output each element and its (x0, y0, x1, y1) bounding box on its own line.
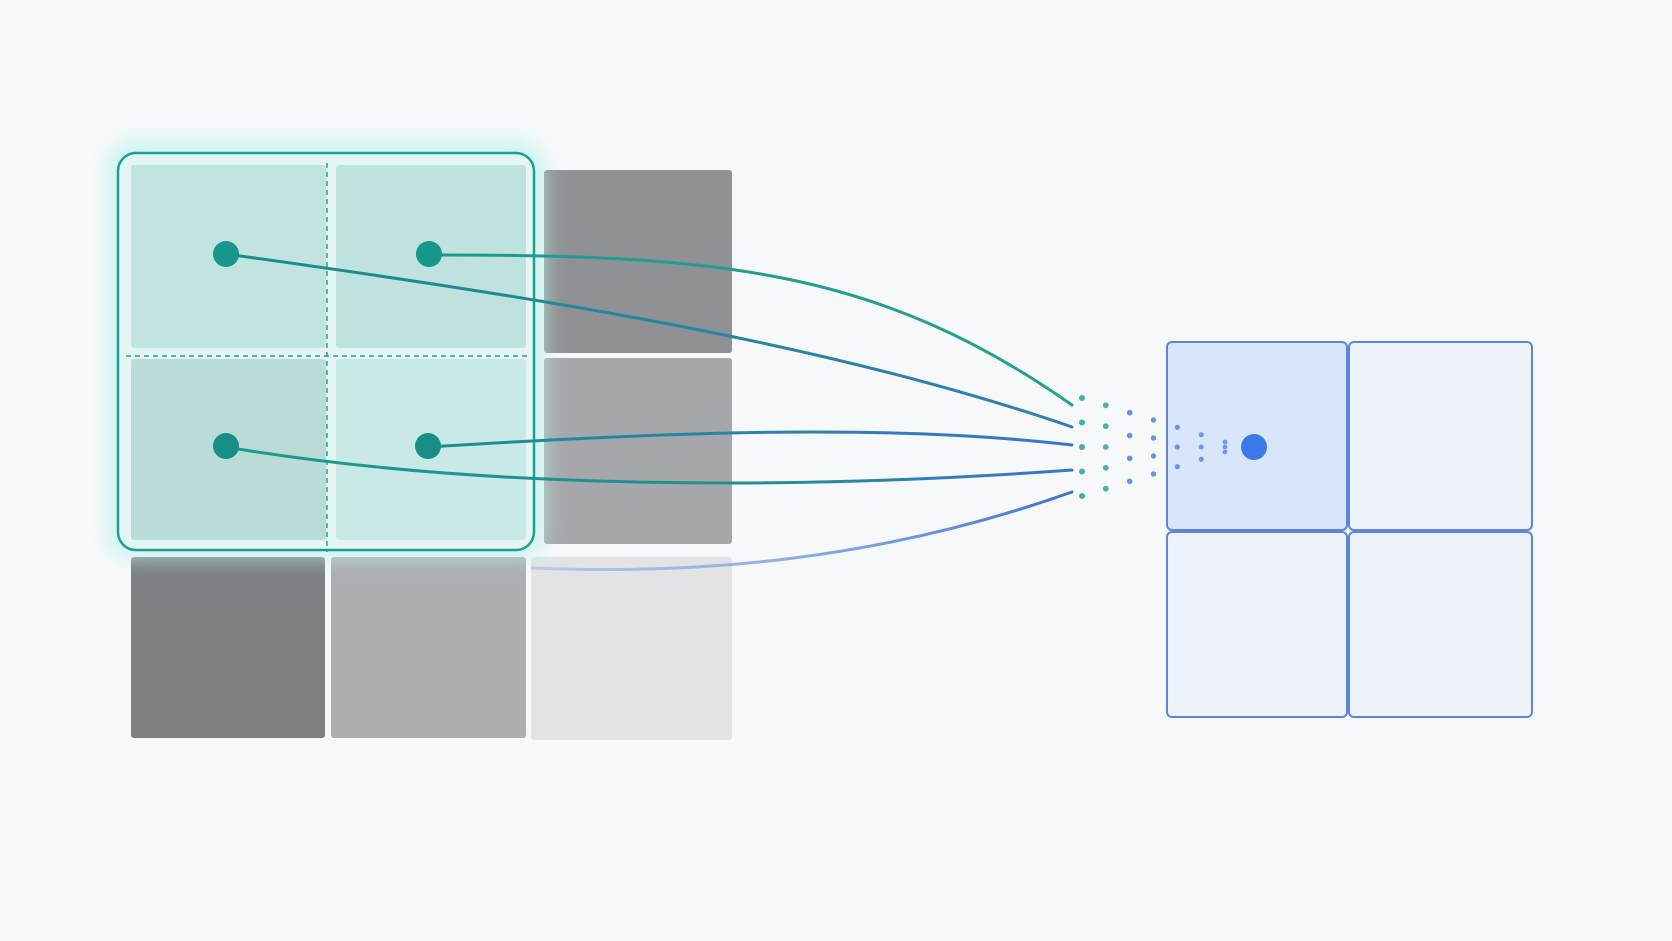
connection-line-2 (224, 252, 1074, 429)
input-cell-r2c2 (531, 557, 732, 740)
field-dot (1102, 402, 1109, 409)
field-dot (1102, 464, 1109, 471)
field-dot (1150, 417, 1157, 423)
kernel-window-border (116, 151, 536, 552)
field-dot (1150, 471, 1157, 477)
field-dot (1126, 478, 1133, 485)
kernel-window (116, 151, 536, 552)
field-dot (1222, 449, 1228, 455)
source-dot-r1c0 (213, 433, 239, 459)
field-dot (1150, 453, 1157, 459)
field-dot (1198, 432, 1204, 438)
field-dot (1079, 395, 1085, 401)
input-grid (131, 170, 732, 740)
field-dot (1079, 444, 1085, 450)
converging-dot-field (1079, 395, 1228, 499)
connections (224, 252, 1074, 572)
field-dot (1174, 444, 1180, 450)
source-dot-r0c0 (213, 241, 239, 267)
output-cell-r1c0 (1166, 531, 1348, 718)
connection-line-4 (224, 445, 1074, 485)
output-dot (1241, 434, 1267, 460)
source-dots (213, 241, 442, 459)
field-dot (1150, 435, 1157, 441)
field-dot (1198, 456, 1204, 462)
field-dot (1222, 444, 1228, 450)
field-dot (1102, 444, 1109, 450)
connection-line-1 (438, 253, 1074, 407)
connection-line-3 (426, 430, 1074, 449)
field-dot (1174, 424, 1180, 430)
input-cell-r1c2 (544, 358, 732, 544)
connection-line-5 (530, 490, 1074, 572)
source-dot-r0c1 (416, 241, 442, 267)
field-dot (1174, 464, 1180, 470)
field-dot (1126, 409, 1133, 416)
output-grid (1166, 341, 1533, 718)
input-cell-r2c1 (331, 557, 526, 738)
output-cell-r0c1 (1348, 341, 1533, 531)
field-dot (1198, 444, 1204, 450)
field-dot (1222, 439, 1228, 445)
field-dot (1126, 455, 1133, 462)
input-cell-r0c2 (544, 170, 732, 353)
field-dot (1079, 468, 1085, 475)
output-cell-r1c1 (1348, 531, 1533, 718)
input-cell-r2c0 (131, 557, 325, 738)
field-dot (1079, 493, 1085, 499)
field-dot (1126, 432, 1133, 439)
field-dot (1102, 423, 1109, 430)
field-dot (1102, 485, 1109, 492)
source-dot-r1c1 (415, 433, 441, 459)
field-dot (1079, 419, 1085, 426)
